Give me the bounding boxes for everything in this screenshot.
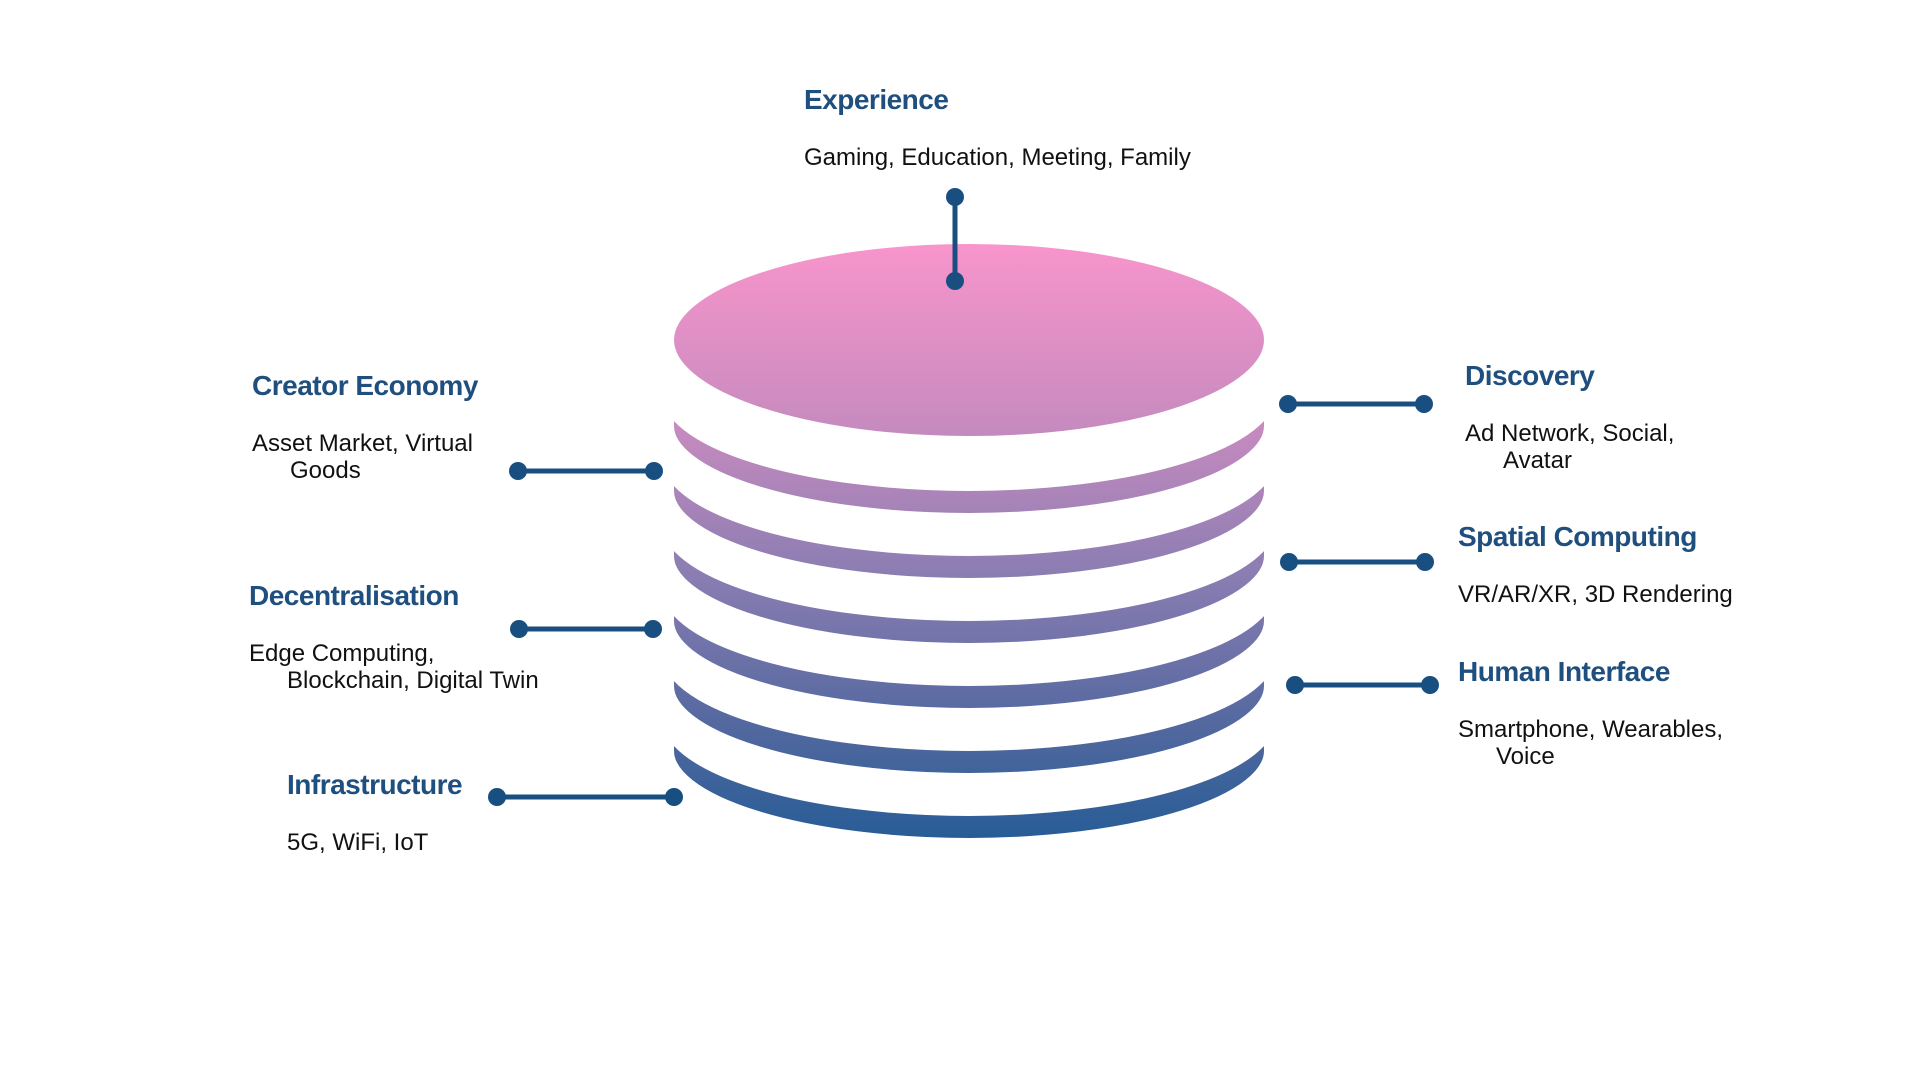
label-decentralisation: Decentralisation Edge Computing, Blockch…	[249, 580, 539, 694]
layer-title: Decentralisation	[249, 580, 459, 611]
description-line: Asset Market, Virtual	[252, 430, 473, 457]
layer-title: Spatial Computing	[1458, 521, 1697, 552]
description-line: Gaming, Education, Meeting, Family	[804, 144, 1191, 171]
description-line: Avatar	[1503, 447, 1572, 474]
layer-title: Creator Economy	[252, 370, 478, 401]
connector-experience	[946, 188, 964, 290]
description-line: Goods	[290, 457, 361, 484]
description-line: Smartphone, Wearables,	[1458, 716, 1724, 743]
label-human-interface: Human Interface Smartphone, Wearables, V…	[1458, 656, 1723, 770]
stack-layer-3	[660, 584, 1278, 722]
connector-decentralisation	[510, 620, 662, 638]
label-experience: Experience Gaming, Education, Meeting, F…	[804, 84, 1191, 171]
description-line: Edge Computing,	[249, 640, 435, 667]
label-spatial-computing: Spatial Computing VR/AR/XR, 3D Rendering	[1458, 521, 1733, 608]
layer-title: Experience	[804, 84, 949, 115]
connectors	[488, 188, 1439, 806]
stack-top	[660, 230, 1278, 450]
description-line: 5G, WiFi, IoT	[287, 829, 429, 856]
connector-spatial-computing	[1280, 553, 1434, 571]
layer-title: Human Interface	[1458, 656, 1670, 687]
description-line: Voice	[1496, 743, 1555, 770]
stack-layer-6	[660, 389, 1278, 527]
layer-description: VR/AR/XR, 3D Rendering	[1458, 581, 1733, 608]
layer-title: Discovery	[1465, 360, 1595, 391]
stack-layer-5	[660, 454, 1278, 592]
stack-layer-4	[660, 519, 1278, 657]
stack-layer-1	[660, 714, 1278, 852]
layer-description: Asset Market, Virtual Goods	[252, 430, 478, 484]
connector-creator-economy	[509, 462, 663, 480]
description-line: Ad Network, Social,	[1465, 420, 1675, 447]
stack-layer-2	[660, 649, 1278, 787]
label-infrastructure: Infrastructure 5G, WiFi, IoT	[287, 769, 463, 856]
label-creator-economy: Creator Economy Asset Market, Virtual Go…	[252, 370, 478, 484]
layer-stack	[660, 230, 1278, 852]
layer-description: 5G, WiFi, IoT	[287, 829, 462, 856]
label-discovery: Discovery Ad Network, Social, Avatar	[1465, 360, 1674, 474]
layer-description: Edge Computing, Blockchain, Digital Twin	[249, 640, 539, 694]
layer-description: Ad Network, Social, Avatar	[1465, 420, 1674, 474]
description-line: VR/AR/XR, 3D Rendering	[1458, 581, 1733, 608]
layer-description: Gaming, Education, Meeting, Family	[804, 144, 1191, 171]
description-line: Blockchain, Digital Twin	[287, 667, 539, 694]
layer-description: Smartphone, Wearables, Voice	[1458, 716, 1723, 770]
connector-human-interface	[1286, 676, 1439, 694]
connector-infrastructure	[488, 788, 683, 806]
connector-discovery	[1279, 395, 1433, 413]
layer-title: Infrastructure	[287, 769, 463, 800]
